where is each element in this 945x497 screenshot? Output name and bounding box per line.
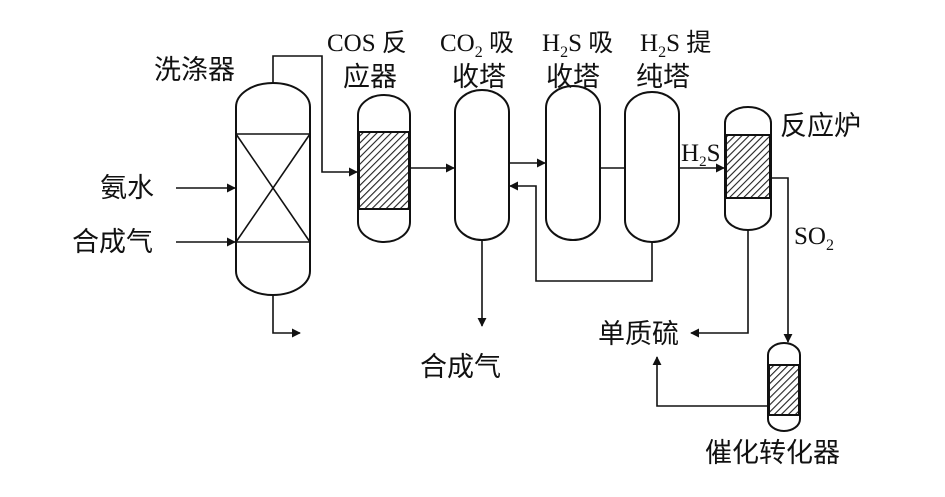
scrubber-vessel [235, 82, 311, 296]
label-catalytic-converter: 催化转化器 [705, 438, 840, 469]
label-syngas-in: 合成气 [72, 227, 153, 258]
label-reactor-furnace: 反应炉 [780, 111, 861, 142]
label-cos-reactor-line1: COS 反 [327, 29, 407, 57]
label-h2s-absorber-line1: H2S 吸 [542, 30, 613, 61]
label-h2s-stripper-line1: H2S 提 [640, 29, 711, 61]
label-h2s-stream: H2S [681, 140, 720, 170]
reactor-furnace-vessel [724, 106, 772, 231]
label-co2-absorber-line2: 收塔 [452, 62, 506, 93]
label-so2: SO2 [794, 223, 834, 254]
scrubber-to-cos-line [272, 55, 358, 177]
label-elemental-sulfur: 单质硫 [598, 319, 679, 350]
label-h2s-stripper-line2: 纯塔 [636, 62, 690, 93]
label-cos-reactor-line2: 应器 [343, 62, 397, 93]
label-scrubber: 洗涤器 [154, 55, 235, 86]
furnace-to-sulfur-line [690, 230, 749, 338]
recycle-line [509, 181, 653, 282]
h2s-absorber-vessel [545, 85, 601, 241]
label-ammonia-water: 氨水 [100, 173, 154, 204]
scrubber-bottom-outlet [272, 295, 301, 338]
h2s-stripper-vessel [624, 91, 680, 243]
catalytic-converter-vessel [767, 342, 801, 432]
cos-reactor-vessel [357, 94, 411, 243]
label-co2-absorber-line1: CO2 吸 [440, 30, 514, 61]
label-h2s-absorber-line2: 收塔 [546, 62, 600, 93]
label-syngas-out: 合成气 [420, 352, 501, 383]
co2-absorber-vessel [454, 89, 510, 241]
so2-line [771, 177, 793, 343]
converter-to-sulfur-line [652, 356, 768, 407]
